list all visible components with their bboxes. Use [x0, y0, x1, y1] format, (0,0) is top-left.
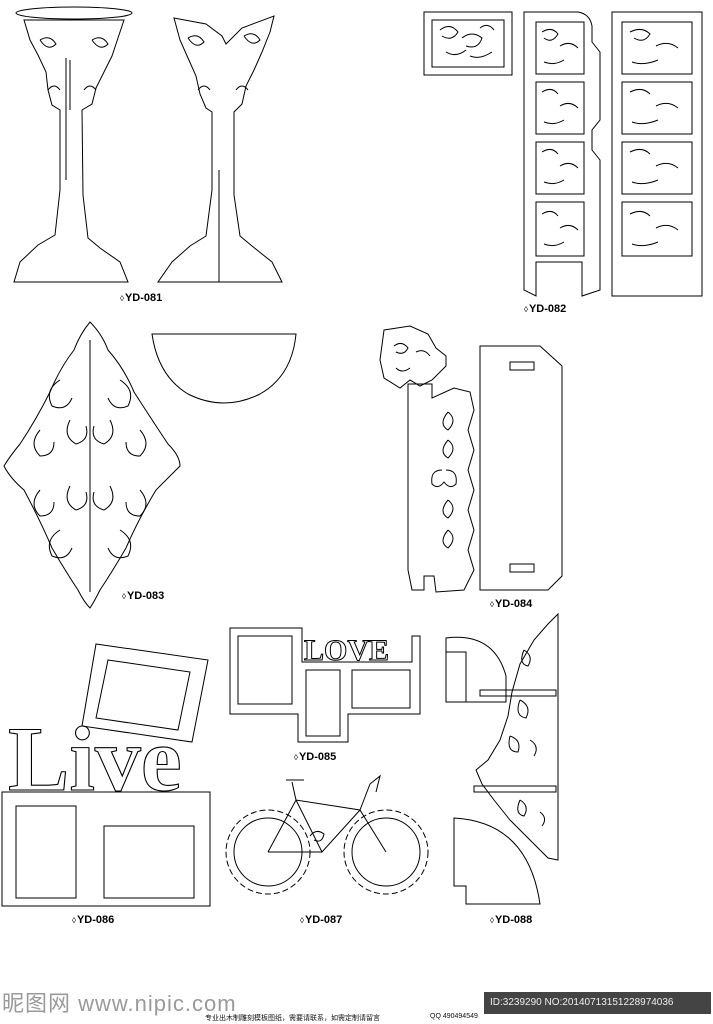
- image-id-bar: ID:3239290 NO:20140713151228974036: [484, 992, 711, 1014]
- label-yd-082: YD-082: [524, 303, 566, 315]
- footer-note: 专业出木制雕刻模板图纸，需要请联系，如需定制请留言: [205, 1015, 380, 1022]
- label-yd-084: YD-084: [490, 598, 532, 610]
- live-text: Live: [8, 708, 182, 810]
- label-yd-086: YD-086: [72, 914, 114, 926]
- bike-wheel-front: [343, 809, 429, 895]
- panel-middle: [523, 11, 601, 297]
- love-text: LOVE: [304, 634, 389, 667]
- corner-bracket-carved: [475, 612, 559, 861]
- label-yd-083: YD-083: [122, 590, 164, 602]
- bike-frame: [267, 774, 387, 853]
- part-yd-082: [423, 11, 703, 297]
- part-yd-084: [379, 325, 563, 593]
- part-yd-087: [225, 774, 429, 895]
- corner-bracket: [379, 325, 447, 389]
- label-yd-088: YD-088: [490, 914, 532, 926]
- part-yd-088: [445, 612, 559, 905]
- diamond-ornament: [3, 321, 181, 609]
- part-yd-086: Live: [1, 643, 211, 907]
- footer-qq: QQ 490494549: [430, 1013, 478, 1020]
- part-yd-083: [3, 321, 297, 609]
- stand-leg-left: [13, 19, 129, 283]
- label-yd-085: YD-085: [294, 751, 336, 763]
- part-yd-081: [13, 6, 283, 283]
- quarter-shelf-top: [445, 636, 507, 703]
- carved-post: [407, 383, 475, 593]
- semicircle-shelf: [151, 333, 297, 404]
- label-yd-081: YD-081: [120, 292, 162, 304]
- part-yd-085: LOVE: [229, 627, 421, 743]
- label-yd-087: YD-087: [300, 914, 342, 926]
- stand-leg-right: [157, 15, 283, 283]
- love-frame: [229, 627, 421, 743]
- tilted-photo-frame: [81, 643, 209, 743]
- live-frame: [1, 791, 211, 907]
- quarter-shelf-bottom: [453, 817, 541, 905]
- watermark-logo: 昵图网 www.nipic.com: [2, 991, 237, 1016]
- long-panel: [479, 345, 563, 591]
